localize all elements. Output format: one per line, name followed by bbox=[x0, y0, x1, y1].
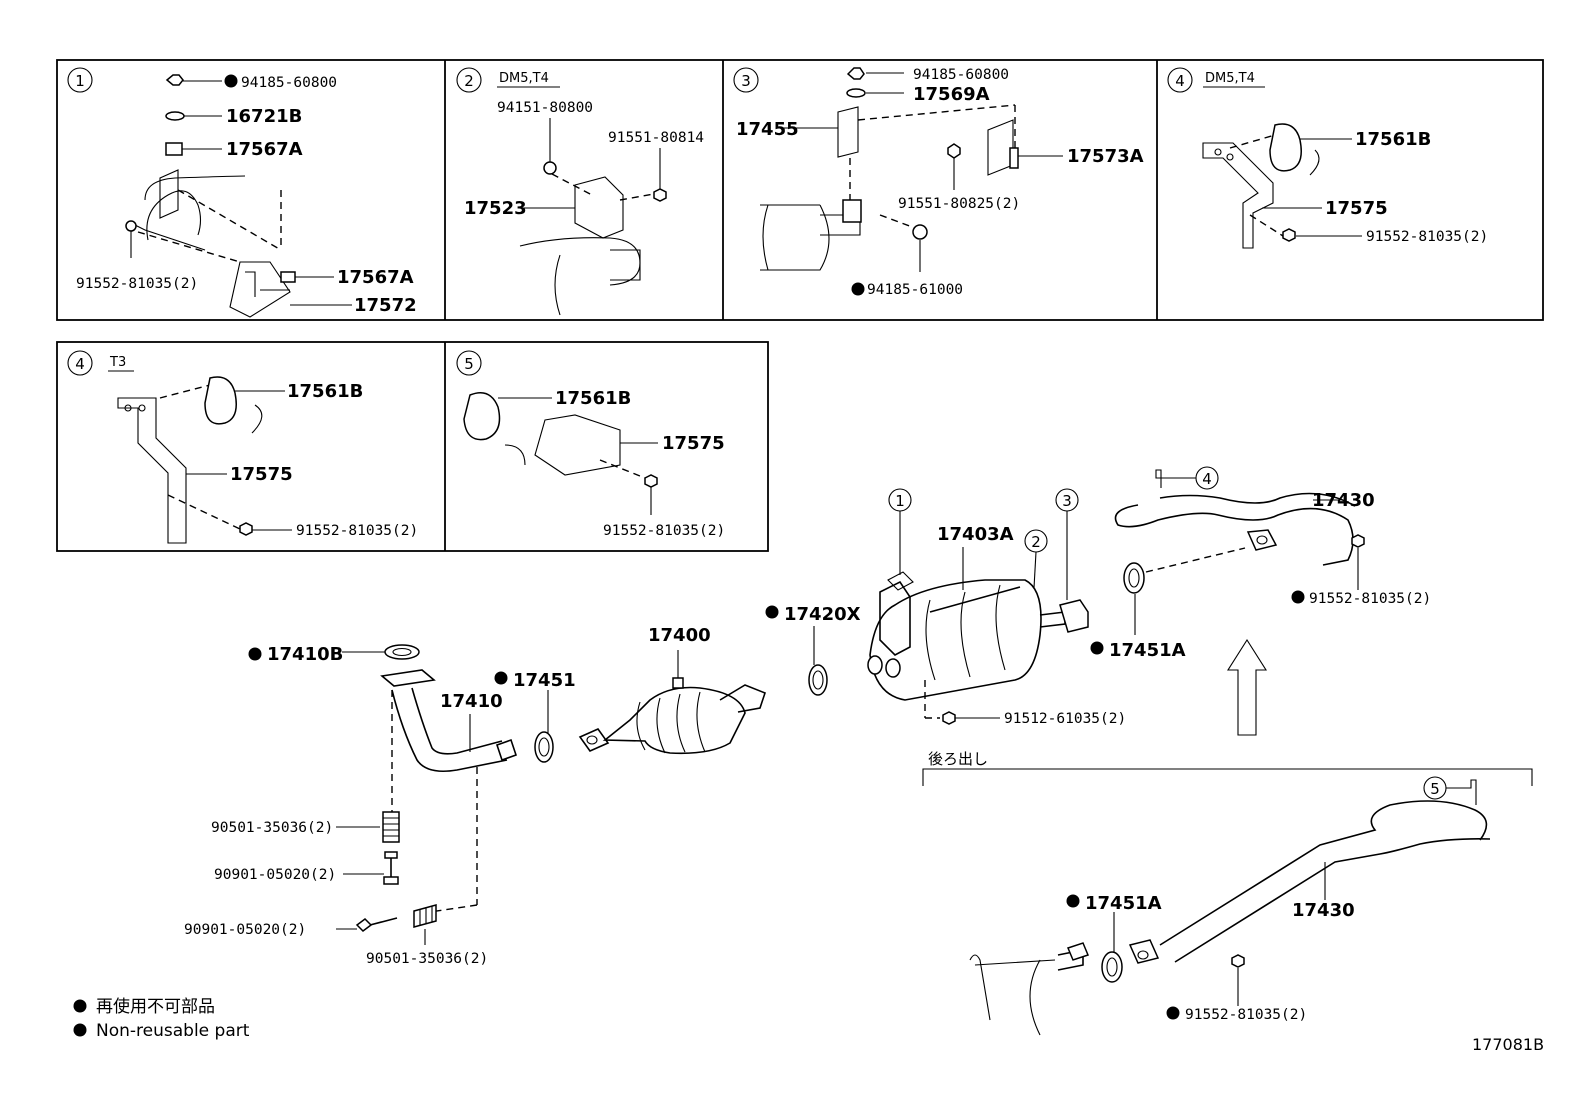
label-17430: 17430 bbox=[1312, 490, 1375, 511]
callout-2: 2 bbox=[1031, 533, 1041, 551]
p2-label-0: 94151-80800 bbox=[497, 100, 593, 116]
p3-label-3: 17573A bbox=[1067, 146, 1144, 167]
p4a-label-1: 17575 bbox=[1325, 198, 1388, 219]
label-90501-a: 90501-35036(2) bbox=[211, 820, 333, 836]
label-90501-b: 90501-35036(2) bbox=[366, 951, 488, 967]
figure-code: 177081B bbox=[1472, 1035, 1544, 1054]
panel-5-index: 5 bbox=[464, 355, 474, 373]
p4b-label-0: 17561B bbox=[287, 381, 363, 402]
callout-4: 4 bbox=[1202, 470, 1212, 488]
panel-2-tag: DM5,T4 bbox=[499, 71, 549, 86]
p1-label-4: 17572 bbox=[354, 295, 417, 316]
label-17403A: 17403A bbox=[937, 524, 1014, 545]
top-panel-frame bbox=[56, 59, 1544, 321]
p1-label-3: 17567A bbox=[337, 267, 414, 288]
rear-callout-5: 5 bbox=[1430, 780, 1440, 798]
p4b-label-1: 17575 bbox=[230, 464, 293, 485]
rear-label-17451A: 17451A bbox=[1085, 893, 1162, 914]
rear-heading: 後ろ出し bbox=[928, 750, 988, 768]
label-90901-b: 90901-05020(2) bbox=[184, 922, 306, 938]
panel-4b-tag: T3 bbox=[109, 355, 126, 370]
p4a-label-2: 91552-81035(2) bbox=[1366, 229, 1488, 245]
p3-label-5: 94185-61000 bbox=[867, 282, 963, 298]
callout-3: 3 bbox=[1062, 492, 1072, 510]
p3-label-1: 17569A bbox=[913, 84, 990, 105]
panel-4a-index: 4 bbox=[1175, 72, 1185, 90]
label-17400: 17400 bbox=[648, 625, 711, 646]
panel-1-index: 1 bbox=[75, 72, 85, 90]
legend-en: Non-reusable part bbox=[96, 1021, 250, 1041]
p2-label-1: 91551-80814 bbox=[608, 130, 704, 146]
p4b-label-2: 91552-81035(2) bbox=[296, 523, 418, 539]
panel-4a-tag: DM5,T4 bbox=[1205, 71, 1255, 86]
panel-3: 3 94185-60800 17569A 17455 17573A 91551-… bbox=[733, 67, 1144, 298]
p3-label-2: 17455 bbox=[736, 119, 799, 140]
legend-ja: 再使用不可部品 bbox=[96, 996, 215, 1017]
label-17410: 17410 bbox=[440, 691, 503, 712]
p2-label-2: 17523 bbox=[464, 198, 527, 219]
p4a-label-0: 17561B bbox=[1355, 129, 1431, 150]
p5-label-2: 91552-81035(2) bbox=[603, 523, 725, 539]
callout-1: 1 bbox=[895, 492, 905, 510]
panel-3-index: 3 bbox=[741, 72, 751, 90]
p5-label-0: 17561B bbox=[555, 388, 631, 409]
label-90901-a: 90901-05020(2) bbox=[214, 867, 336, 883]
label-91512: 91512-61035(2) bbox=[1004, 711, 1126, 727]
label-17451: 17451 bbox=[513, 670, 576, 691]
panel-4b: 4 T3 17561B 17575 91552-81035(2) bbox=[67, 350, 418, 544]
label-17410B: 17410B bbox=[267, 644, 343, 665]
p5-label-1: 17575 bbox=[662, 433, 725, 454]
p1-label-5: 91552-81035(2) bbox=[76, 276, 198, 292]
label-17451A: 17451A bbox=[1109, 640, 1186, 661]
panel-5: 5 17561B 17575 91552-81035(2) bbox=[456, 350, 725, 539]
p1-label-0: 94185-60800 bbox=[241, 75, 337, 91]
panel-4a: 4 DM5,T4 17561B 17575 91552-81035(2) bbox=[1167, 67, 1488, 249]
panel-2: 2 DM5,T4 94151-80800 91551-80814 17523 bbox=[456, 67, 704, 316]
p3-label-4: 91551-80825(2) bbox=[898, 196, 1020, 212]
label-91552: 91552-81035(2) bbox=[1309, 591, 1431, 607]
panel-1: 1 94185-60800 16721B 17567A 17567A 17572… bbox=[67, 67, 417, 318]
label-17420X: 17420X bbox=[784, 604, 861, 625]
main-assembly: 17410B 17410 90501-35036(2) 90901-05020(… bbox=[184, 466, 1431, 967]
p1-label-1: 16721B bbox=[226, 106, 302, 127]
rear-outlet-section: 後ろ出し 5 17430 17451A 91552-81035(2) bbox=[922, 750, 1533, 1036]
p1-label-2: 17567A bbox=[226, 139, 303, 160]
panel-4b-index: 4 bbox=[75, 355, 85, 373]
legend: 再使用不可部品 Non-reusable part bbox=[73, 996, 250, 1041]
rear-label-17430: 17430 bbox=[1292, 900, 1355, 921]
middle-panel-frame bbox=[56, 341, 769, 552]
rear-label-91552: 91552-81035(2) bbox=[1185, 1007, 1307, 1023]
p3-label-0: 94185-60800 bbox=[913, 67, 1009, 83]
panel-2-index: 2 bbox=[464, 72, 474, 90]
